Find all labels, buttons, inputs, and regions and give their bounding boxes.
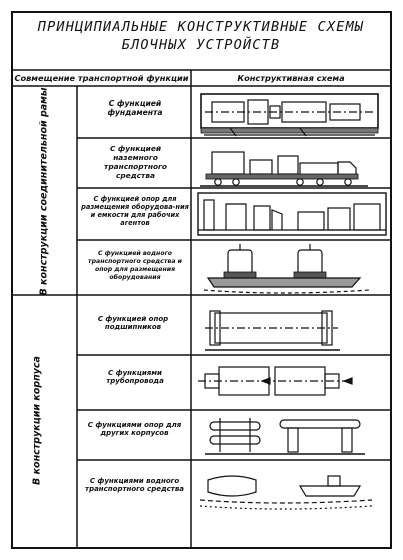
header-transport-function: Совмещение транспортной функции — [14, 73, 189, 83]
row-label-pipeline: С функциями трубопровода — [106, 369, 164, 385]
diagram-other-hull-supports — [205, 418, 365, 455]
diagram-ground-vehicle — [200, 151, 368, 187]
diagram-foundation — [200, 93, 379, 137]
row-label-bearing-supports: С функцией опор подшипников — [97, 315, 169, 331]
row-label-water-vehicle-hull: С функциями водного транспортного средст… — [85, 477, 184, 493]
title-line-2: БЛОЧНЫХ УСТРОЙСТВ — [121, 37, 281, 53]
diagram-water-vehicle-hull — [199, 475, 373, 510]
row-label-other-hulls: С функциями опор для других корпусов — [87, 421, 182, 437]
row-label-ground-vehicle: С функцией наземного транспортного средс… — [104, 144, 167, 180]
diagram-pipeline — [198, 366, 353, 396]
row-label-equipment-supports: С функцией опор для размещения оборудова… — [81, 195, 189, 227]
header-design-scheme: Конструктивная схема — [237, 73, 345, 83]
diagram-bearing-supports — [205, 310, 340, 351]
diagram-water-vehicle-frame — [203, 244, 371, 294]
row-label-water-vehicle-frame: С функцией водного транспортного средств… — [88, 250, 182, 281]
title-line-1: ПРИНЦИПИАЛЬНЫЕ КОНСТРУКТИВНЫЕ СХЕМЫ — [37, 19, 365, 35]
diagram-equipment-supports — [197, 192, 387, 236]
row-label-foundation: С функцией фундамента — [107, 99, 163, 117]
page-title: ПРИНЦИПИАЛЬНЫЕ КОНСТРУКТИВНЫЕ СХЕМЫ БЛОЧ… — [12, 18, 390, 54]
